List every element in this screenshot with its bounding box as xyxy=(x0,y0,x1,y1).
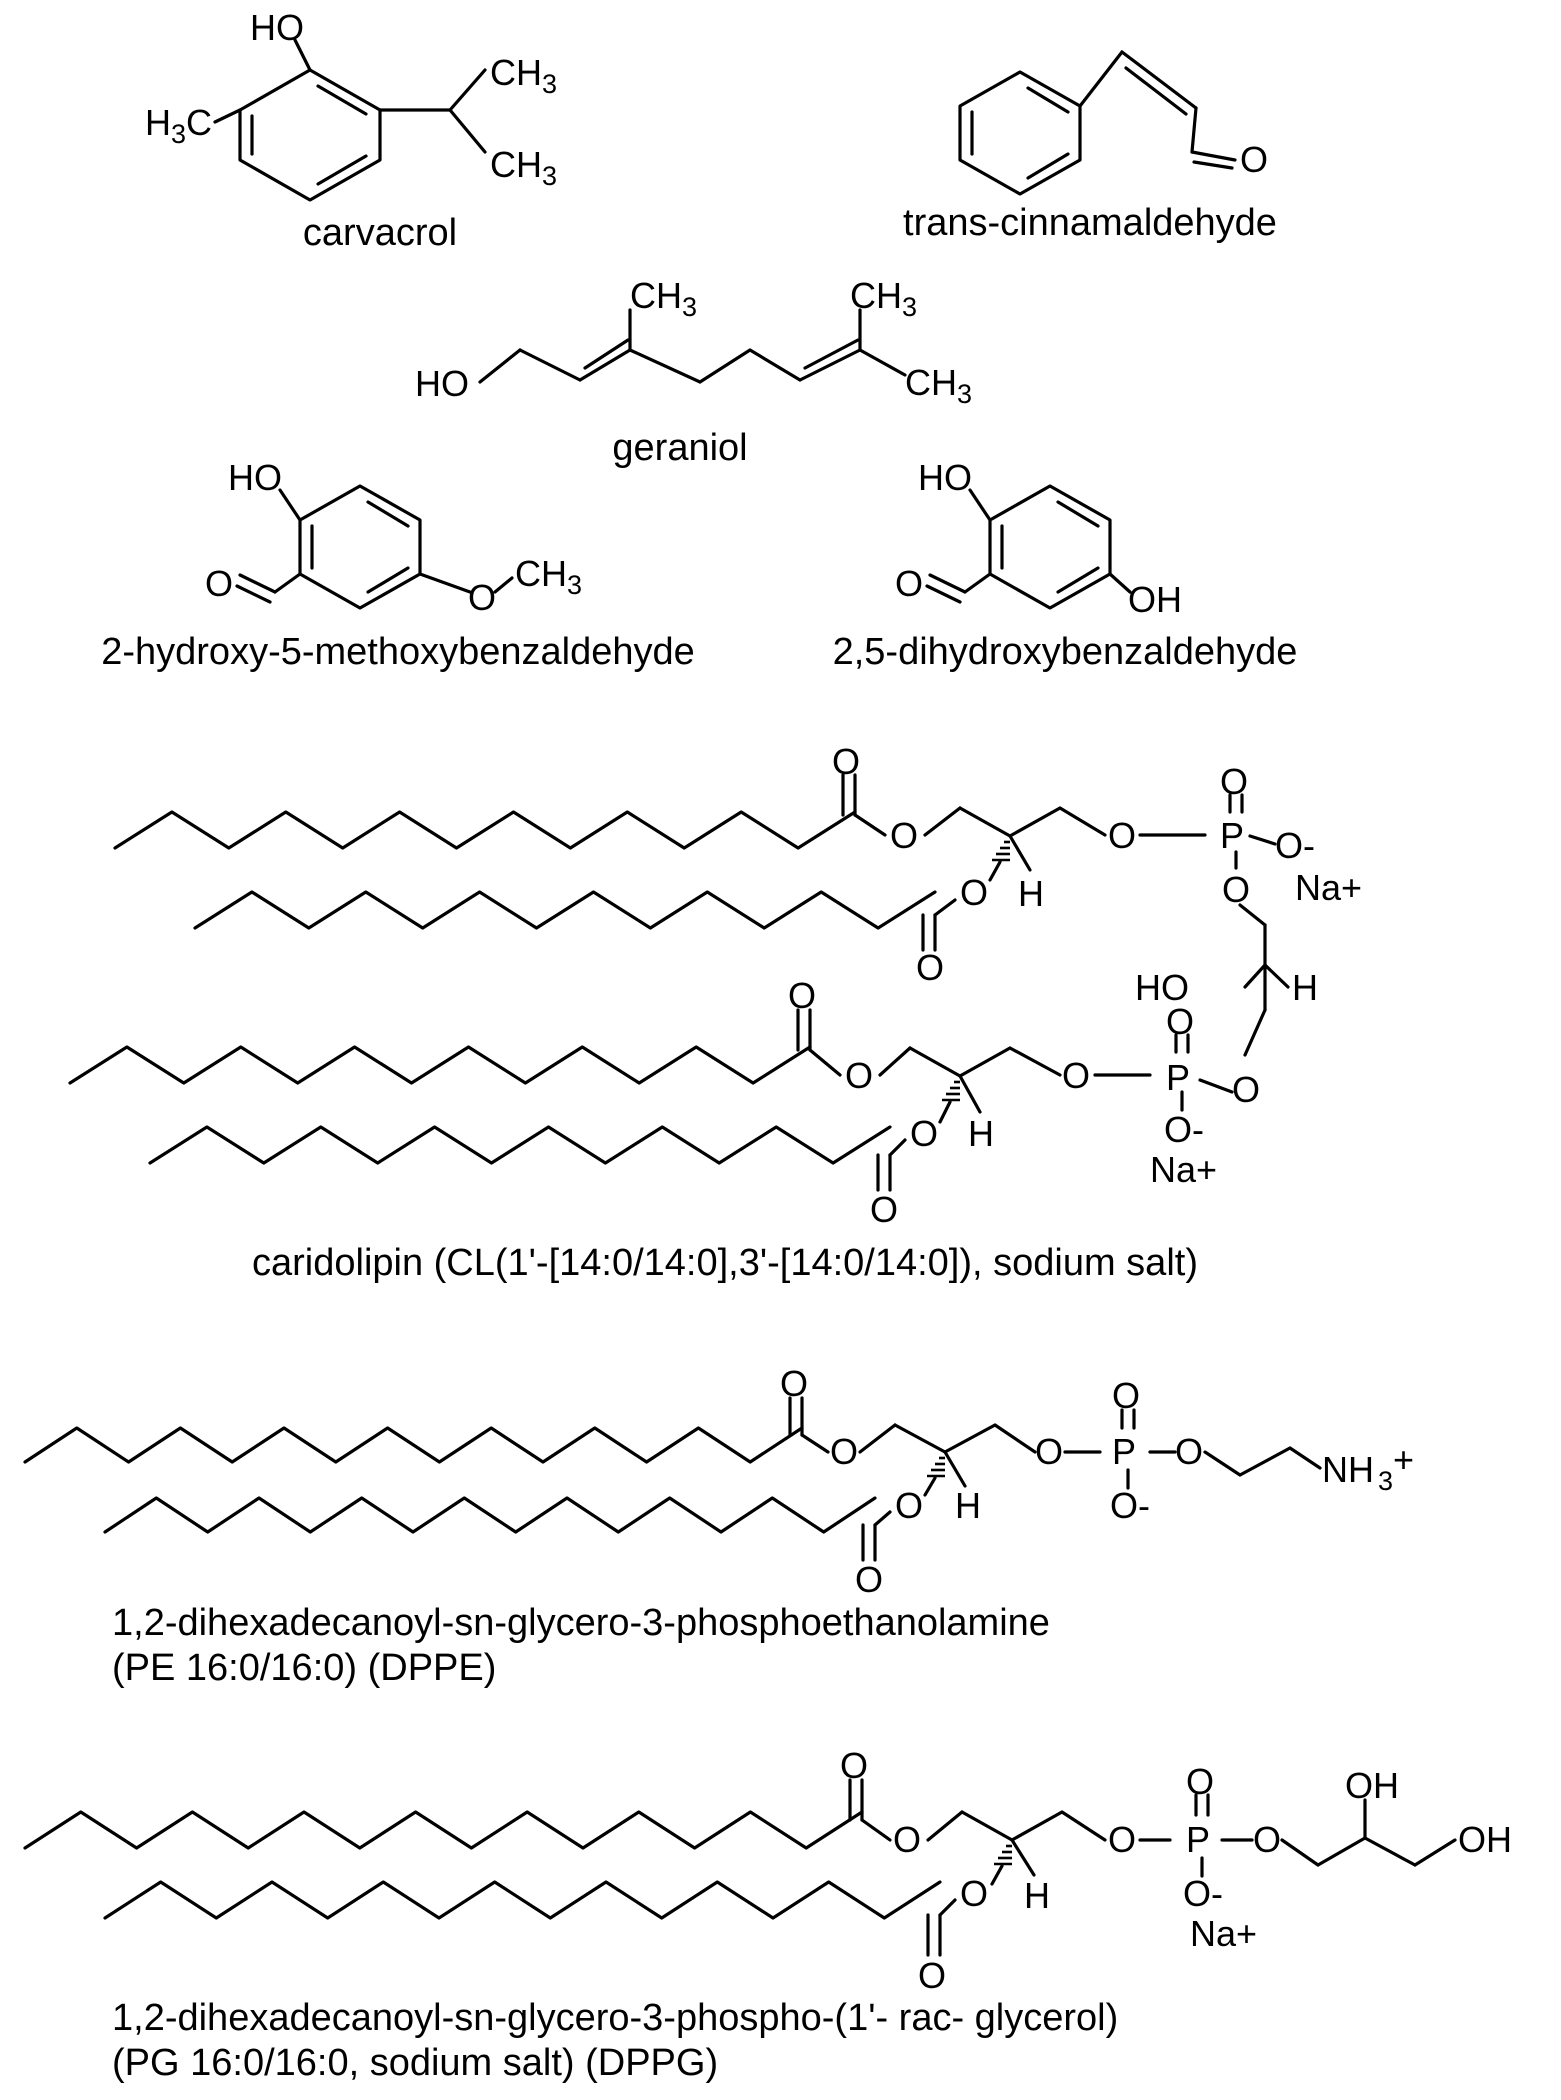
cardiolipin-hash-wedge-1 xyxy=(992,840,1010,862)
hmb-ether-o-label: O xyxy=(468,577,496,618)
cl-na-2: Na+ xyxy=(1150,1149,1217,1190)
carvacrol-methyl-label: H3C xyxy=(145,102,212,149)
dppe-chains xyxy=(23,1426,877,1534)
cl-o-6: O xyxy=(1220,761,1248,802)
cl-o-13: O xyxy=(1166,1001,1194,1042)
geraniol-name: geraniol xyxy=(612,427,747,469)
cl-acyl-chain-3 xyxy=(68,1045,812,1085)
hmb-structure: HO O O CH3 2-hydroxy-5-methoxybenzaldehy… xyxy=(101,457,695,673)
cl-o-12: O xyxy=(1062,1055,1090,1096)
cl-h-2: H xyxy=(1292,967,1318,1008)
pe-h: H xyxy=(955,1485,981,1526)
cl-o-9: O xyxy=(845,1055,873,1096)
cl-o-10: O xyxy=(910,1113,938,1154)
carvacrol-ch3-b-label: CH3 xyxy=(490,144,557,191)
geraniol-ch3-b-label: CH3 xyxy=(850,275,917,322)
cardiolipin-structure: O O H O O O O P O- O Na+ HO H xyxy=(68,741,1362,1284)
pg-oh-2: OH xyxy=(1458,1819,1512,1860)
dppg-chains xyxy=(23,1810,942,1920)
pg-p: P xyxy=(1186,1819,1210,1860)
cl-o-11: O xyxy=(870,1189,898,1230)
dppg-structure: O O H O O O O P O- Na+ O OH OH 1,2-dihex… xyxy=(23,1745,1512,2084)
cl-p-2: P xyxy=(1166,1057,1190,1098)
dhb-oh-label: OH xyxy=(1128,579,1182,620)
carvacrol-structure: HO H3C CH3 CH3 carvacrol xyxy=(145,7,557,254)
pe-acyl-chain-1 xyxy=(23,1426,804,1464)
geraniol-ch3-a-label: CH3 xyxy=(630,275,697,322)
hmb-aldehyde-o-label: O xyxy=(205,563,233,604)
dppe-name-line-2: (PE 16:0/16:0) (DPPE) xyxy=(112,1647,496,1689)
cl-acyl-chain-2 xyxy=(193,890,937,930)
carvacrol-oh-label: HO xyxy=(250,7,304,48)
dppe-hash-wedge xyxy=(927,1456,945,1478)
pg-o-2: O xyxy=(893,1819,921,1860)
carvacrol-ch3-a-label: CH3 xyxy=(490,52,557,99)
dhb-structure: HO O OH 2,5-dihydroxybenzaldehyde xyxy=(833,457,1298,673)
dhb-ho-label: HO xyxy=(918,457,972,498)
pe-o-6: O xyxy=(1112,1375,1140,1416)
cl-o-minus-2: O- xyxy=(1164,1109,1204,1150)
dppg-name-line-2: (PG 16:0/16:0, sodium salt) (DPPG) xyxy=(112,2042,718,2084)
cl-o-14: O xyxy=(1232,1069,1260,1110)
cinnamaldehyde-structure: O trans-cinnamaldehyde xyxy=(903,50,1277,244)
cl-o-8: O xyxy=(788,975,816,1016)
cl-ho: HO xyxy=(1135,967,1189,1008)
cardiolipin-name: caridolipin (CL(1'-[14:0/14:0],3'-[14:0/… xyxy=(252,1242,1198,1284)
pg-o-minus: O- xyxy=(1183,1873,1223,1914)
pg-o-3: O xyxy=(960,1873,988,1914)
geraniol-structure: HO CH3 CH3 CH3 geraniol xyxy=(415,275,972,469)
cl-o-2: O xyxy=(890,815,918,856)
pg-oh-1: OH xyxy=(1345,1765,1399,1806)
pg-o-1: O xyxy=(840,1745,868,1786)
cl-p-1: P xyxy=(1220,815,1244,856)
cl-o-7: O xyxy=(1222,869,1250,910)
dhb-name: 2,5-dihydroxybenzaldehyde xyxy=(833,631,1298,673)
pg-o-7: O xyxy=(1253,1819,1281,1860)
dppg-hash-wedge xyxy=(994,1844,1012,1866)
dhb-aldehyde-o-label: O xyxy=(895,563,923,604)
pg-o-5: O xyxy=(1108,1819,1136,1860)
pg-o-6: O xyxy=(1186,1761,1214,1802)
dppg-name-line-1: 1,2-dihexadecanoyl-sn-glycero-3-phospho-… xyxy=(112,1997,1118,2039)
hmb-ho-label: HO xyxy=(228,457,282,498)
geraniol-ch3-c-label: CH3 xyxy=(905,362,972,409)
cl-h-3: H xyxy=(968,1113,994,1154)
pe-o-minus: O- xyxy=(1110,1485,1150,1526)
cardiolipin-chains xyxy=(68,810,937,1165)
pe-o-7: O xyxy=(1175,1431,1203,1472)
cl-o-3: O xyxy=(960,872,988,913)
pe-acyl-chain-2 xyxy=(103,1496,877,1534)
pg-na: Na+ xyxy=(1190,1913,1257,1954)
geraniol-ho-label: HO xyxy=(415,363,469,404)
cl-acyl-chain-4 xyxy=(148,1125,892,1165)
cl-o-4: O xyxy=(916,947,944,988)
pe-o-4: O xyxy=(855,1559,883,1600)
cl-na-1: Na+ xyxy=(1295,867,1362,908)
pg-acyl-chain-2 xyxy=(103,1880,942,1920)
cl-h-1: H xyxy=(1018,873,1044,914)
pg-o-4: O xyxy=(918,1955,946,1996)
pe-o-1: O xyxy=(780,1363,808,1404)
hmb-name: 2-hydroxy-5-methoxybenzaldehyde xyxy=(101,631,695,673)
cinnamaldehyde-name: trans-cinnamaldehyde xyxy=(903,202,1277,244)
pg-acyl-chain-1 xyxy=(23,1810,864,1850)
pe-o-3: O xyxy=(895,1485,923,1526)
cardiolipin-hash-wedge-2 xyxy=(942,1080,960,1102)
cl-acyl-chain-1 xyxy=(113,810,857,850)
pg-h: H xyxy=(1024,1875,1050,1916)
cl-o-minus-1: O- xyxy=(1275,825,1315,866)
cinnamaldehyde-o-label: O xyxy=(1240,139,1268,180)
dppe-name-line-1: 1,2-dihexadecanoyl-sn-glycero-3-phosphoe… xyxy=(112,1602,1050,1644)
pe-o-2: O xyxy=(830,1431,858,1472)
pe-p: P xyxy=(1112,1431,1136,1472)
carvacrol-name: carvacrol xyxy=(303,212,457,254)
cl-o-1: O xyxy=(832,741,860,782)
cl-o-5: O xyxy=(1108,815,1136,856)
pe-o-5: O xyxy=(1035,1431,1063,1472)
hmb-ch3-label: CH3 xyxy=(515,553,582,600)
